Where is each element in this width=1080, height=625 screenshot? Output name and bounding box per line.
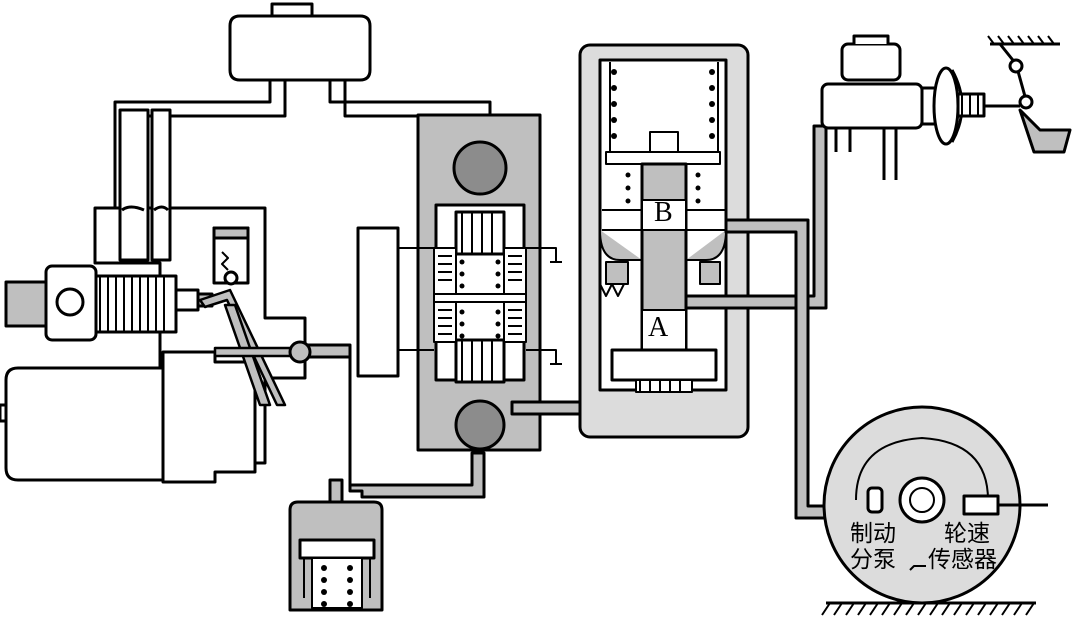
fluid-reservoir xyxy=(113,2,492,262)
chamber-b-label: B xyxy=(654,197,673,228)
brake-pedal xyxy=(984,35,1072,154)
coil-plate xyxy=(356,226,400,378)
solenoid-plunger xyxy=(4,264,214,342)
wheel-cylinder-label-line1: 制动 xyxy=(850,521,896,547)
solenoid-valve-block xyxy=(416,113,562,452)
pump-motor xyxy=(0,350,257,484)
wheel-assembly xyxy=(821,405,1048,616)
relief-valve xyxy=(212,226,250,286)
speed-sensor-label-line1: 轮速 xyxy=(944,521,990,547)
pump-pipes xyxy=(198,288,297,407)
chamber-a-label: A xyxy=(648,312,669,343)
speed-sensor-label-line2: 传感器 xyxy=(928,547,997,573)
pressure-modulator xyxy=(578,43,750,439)
low-pressure-accumulator xyxy=(288,500,384,612)
wheel-cylinder-label-line2: 分泵 xyxy=(850,547,896,573)
master-cylinder xyxy=(820,34,986,180)
